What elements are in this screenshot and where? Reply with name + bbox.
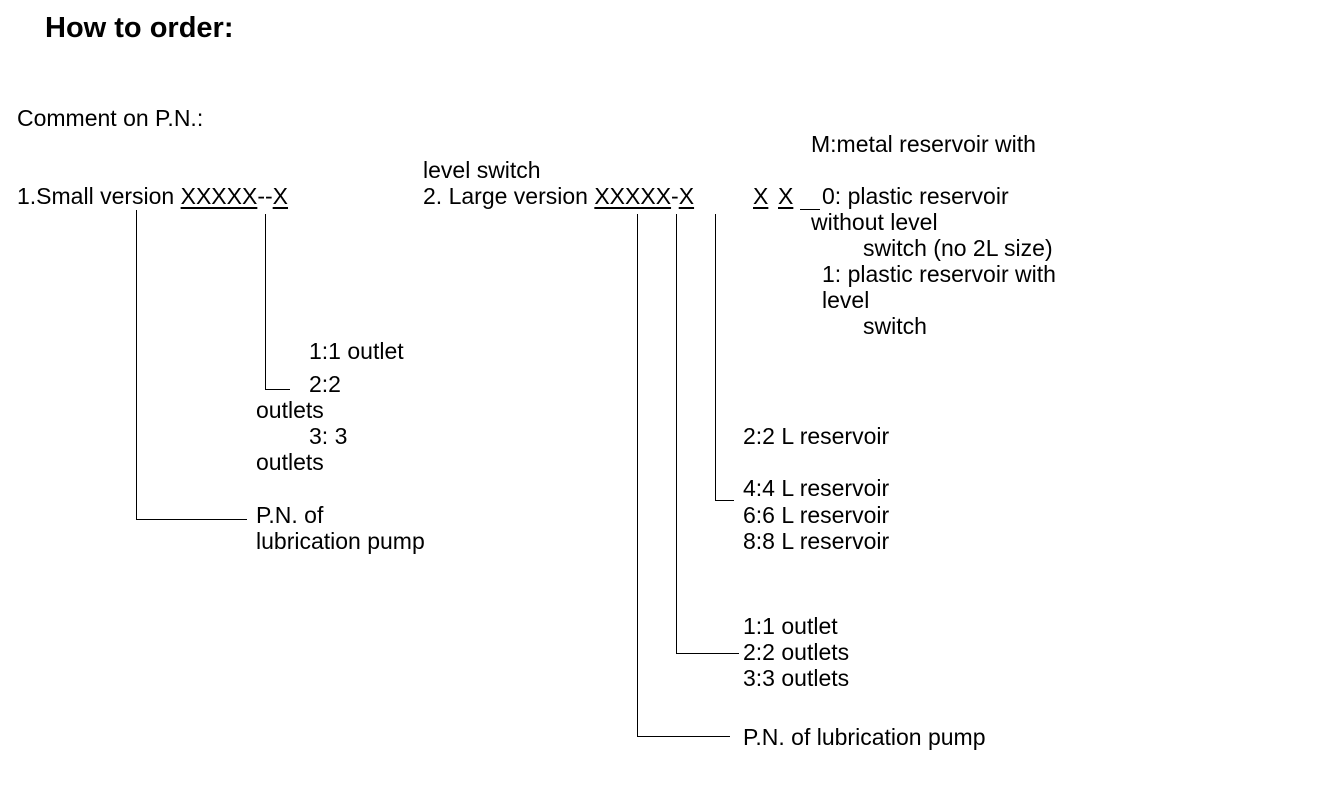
reservoir-type-0-line1: 0: plastic reservoir (822, 183, 1009, 209)
large-outlet-2: 2:2 outlets (743, 639, 850, 665)
reservoir-type-1-line3: switch (863, 313, 927, 339)
small-pn-label-line1: P.N. of (256, 502, 324, 528)
large-version-prefix: 2. Large version (423, 183, 595, 209)
large-version-code: 2. Large version XXXXX-X (423, 183, 694, 209)
small-outlet-1: 1:1 outlet (309, 338, 404, 364)
reservoir-size-4l: 4:4 L reservoir (743, 475, 890, 501)
page-title: How to order: (45, 12, 234, 44)
large-code-x2: X (778, 183, 794, 209)
reservoir-type-0-line2: without level (811, 209, 938, 235)
reservoir-size-connector-vertical (715, 214, 716, 501)
reservoir-type-0-line3: switch (no 2L size) (863, 235, 1053, 261)
small-pn-connector-horizontal (136, 519, 247, 520)
reservoir-type-1-line2: level (822, 287, 870, 313)
large-code-reservoir: X (678, 183, 695, 209)
small-code-separator: -- (257, 183, 273, 209)
reservoir-type-connector (800, 209, 820, 210)
reservoir-type-m: M:metal reservoir with (811, 131, 1036, 157)
large-code-x1: X (753, 183, 769, 209)
reservoir-size-8l: 8:8 L reservoir (743, 528, 890, 554)
large-pn-connector-vertical (637, 214, 638, 737)
large-outlet-connector-horizontal (676, 653, 739, 654)
small-pn-connector-vertical (136, 210, 137, 520)
large-outlet-3: 3:3 outlets (743, 665, 850, 691)
small-pn-label-line2: lubrication pump (256, 528, 425, 554)
small-outlet-connector-vertical (265, 214, 266, 390)
reservoir-type-1-line1: 1: plastic reservoir with (822, 261, 1056, 287)
small-code-main: XXXXX (180, 183, 258, 209)
large-level-switch-note: level switch (423, 157, 541, 183)
small-outlet-2-unit: outlets (256, 397, 324, 423)
comment-label: Comment on P.N.: (17, 105, 204, 131)
small-code-outlet: X (272, 183, 289, 209)
small-outlet-2-code: 2:2 (309, 371, 341, 397)
small-outlet-connector-horizontal (265, 389, 290, 390)
large-code-separator: - (671, 183, 679, 209)
large-pn-label: P.N. of lubrication pump (743, 724, 986, 750)
large-code-main: XXXXX (594, 183, 672, 209)
small-version-prefix: 1.Small version (17, 183, 181, 209)
small-outlet-3-code: 3: 3 (309, 423, 348, 449)
small-outlet-3-unit: outlets (256, 449, 324, 475)
large-pn-connector-horizontal (637, 736, 730, 737)
small-version-code: 1.Small version XXXXX--X (17, 183, 288, 209)
reservoir-size-2l: 2:2 L reservoir (743, 423, 890, 449)
large-outlet-connector-vertical (676, 214, 677, 654)
large-outlet-1: 1:1 outlet (743, 613, 838, 639)
reservoir-size-6l: 6:6 L reservoir (743, 502, 890, 528)
reservoir-size-connector-horizontal (715, 500, 734, 501)
